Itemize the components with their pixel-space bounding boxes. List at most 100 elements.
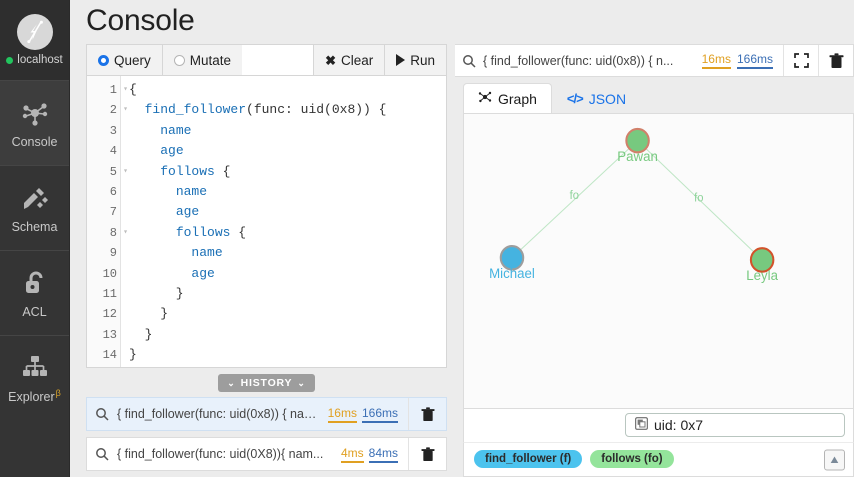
editor-line-number: 11 [102, 286, 117, 301]
history-label: HISTORY [240, 377, 293, 389]
graph-node-label: Michael [489, 266, 535, 281]
play-icon [396, 54, 406, 66]
graph-edge-label: fo [694, 192, 703, 204]
fold-arrow-icon[interactable]: ▾ [123, 85, 128, 94]
tab-graph[interactable]: Graph [463, 83, 552, 113]
editor-line-number: 3 [109, 123, 117, 138]
node-box-icon [635, 417, 648, 433]
run-label: Run [410, 52, 435, 68]
editor-line-number: 2▾ [87, 100, 128, 120]
editor-line-number: 13 [102, 327, 117, 342]
sidebar-item-label: Explorerβ [8, 388, 61, 405]
sidebar-item-schema[interactable]: Schema [0, 165, 69, 250]
sidebar-item-explorer[interactable]: Explorerβ [0, 335, 69, 420]
search-icon [455, 45, 483, 76]
graph-node[interactable] [499, 245, 525, 271]
editor-line-number: 14 [102, 348, 117, 363]
clear-button[interactable]: ✖ Clear [313, 44, 385, 76]
total-latency: 166ms [736, 52, 773, 69]
trash-icon[interactable] [408, 398, 446, 430]
node-tooltip: uid: 0x7 [625, 413, 845, 437]
graph-node-label: Pawan [617, 149, 658, 164]
result-latency: 16ms 166ms [692, 45, 783, 76]
server-latency: 16ms [701, 52, 731, 69]
run-button[interactable]: Run [384, 44, 447, 76]
result-pane: { find_follower(func: uid(0x8)) { n... 1… [455, 44, 854, 477]
editor-line: { [129, 82, 137, 97]
editor-line-number: 8▾ [87, 223, 128, 243]
mutate-mode-label: Mutate [189, 52, 232, 68]
editor-line-number: 10 [102, 266, 117, 281]
editor-line-number: 9 [109, 246, 117, 261]
sidebar-brand[interactable]: localhost [0, 0, 69, 80]
sidebar-brand-label: localhost [17, 54, 63, 66]
tab-json-label: JSON [588, 90, 627, 107]
legend-chip[interactable]: follows (fo) [590, 450, 674, 468]
editor-line-number: 5▾ [87, 162, 128, 182]
scroll-up-icon[interactable] [824, 449, 845, 470]
sidebar-item-label: ACL [22, 304, 47, 319]
page-title: Console [86, 4, 195, 37]
graph-node[interactable] [625, 127, 650, 154]
sidebar-item-console[interactable]: Console [0, 80, 69, 165]
radio-selected-icon [98, 54, 109, 66]
editor-line: age [175, 204, 200, 220]
editor-line-number: 6 [109, 184, 117, 199]
editor-line: name [160, 122, 192, 138]
result-query-bar[interactable]: { find_follower(func: uid(0x8)) { n... 1… [455, 44, 854, 77]
panes: Query Mutate ✖ Clear Run [70, 44, 854, 477]
fold-arrow-icon[interactable]: ▾ [123, 166, 128, 176]
graph-node[interactable] [749, 247, 775, 273]
expand-icon[interactable] [783, 45, 818, 76]
beta-badge: β [55, 388, 61, 399]
editor-line: follows { [175, 224, 247, 240]
query-mode-label: Query [114, 52, 151, 68]
history-toggle-button[interactable]: ⌄ HISTORY ⌄ [218, 374, 315, 392]
editor-line: age [160, 143, 184, 159]
query-pane: Query Mutate ✖ Clear Run [70, 44, 455, 477]
editor-line-number: 4 [109, 144, 117, 159]
code-brackets-icon: </> [566, 91, 584, 106]
graph-node-label: Leyla [746, 268, 778, 283]
dgraph-logo-icon [16, 14, 53, 50]
chevron-down-icon: ⌄ [297, 377, 306, 388]
editor-line: follows { [160, 163, 231, 179]
editor-line: name [175, 183, 208, 199]
query-mode-button[interactable]: Query [86, 44, 162, 76]
graph-edge[interactable] [637, 140, 763, 261]
result-query-text: { find_follower(func: uid(0x8)) { n... [483, 53, 674, 68]
graph-edge[interactable] [511, 140, 638, 259]
editor-line: } [129, 326, 153, 342]
history-toggle-bar: ⌄ HISTORY ⌄ [86, 368, 447, 397]
server-latency: 16ms [327, 406, 357, 423]
trash-icon[interactable] [818, 45, 853, 76]
tab-json[interactable]: </> JSON [552, 83, 641, 113]
fold-arrow-icon[interactable]: ▾ [123, 227, 128, 237]
legend-chip[interactable]: find_follower (f) [474, 450, 583, 468]
graph-icon [478, 90, 492, 107]
history-query-text: { find_follower(func: uid(0X8)){ nam... [117, 447, 324, 461]
trash-icon[interactable] [408, 438, 446, 470]
editor-line-number: 7 [109, 205, 117, 220]
fold-arrow-icon[interactable]: ▾ [123, 105, 128, 115]
history-row[interactable]: { find_follower(func: uid(0X8)){ nam... 4… [86, 437, 447, 471]
tab-graph-label: Graph [498, 90, 537, 107]
total-latency: 166ms [361, 406, 398, 423]
editor-line: } [129, 306, 169, 322]
radio-unselected-icon [173, 54, 185, 66]
history-row[interactable]: { find_follower(func: uid(0x8)) { nam...… [86, 397, 447, 431]
sidebar-item-acl[interactable]: ACL [0, 250, 69, 335]
history-query-text: { find_follower(func: uid(0x8)) { nam... [117, 407, 325, 421]
node-tooltip-text: uid: 0x7 [654, 417, 704, 433]
editor-line: age [191, 265, 215, 281]
editor-code[interactable]: { find_follower(func: uid(0x8)) { name a… [121, 76, 446, 367]
mutate-mode-button[interactable]: Mutate [161, 44, 243, 76]
hierarchy-icon [20, 351, 50, 381]
node-tooltip-row: uid: 0x7 [463, 409, 854, 442]
